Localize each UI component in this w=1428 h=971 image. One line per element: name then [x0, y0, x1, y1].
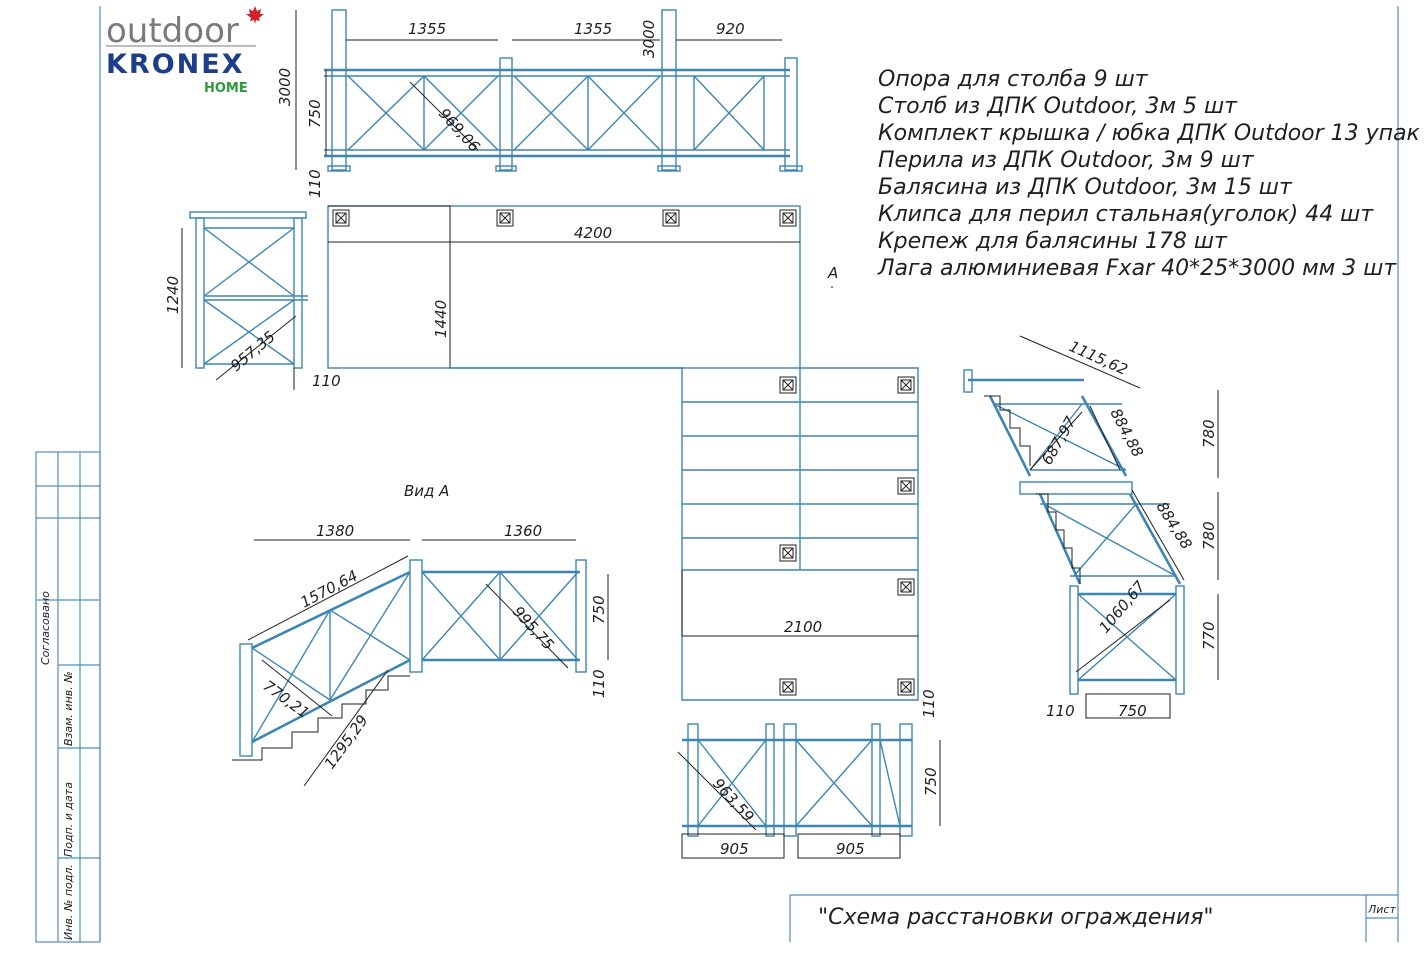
- bottom-elevation: 963,59 905 905 750 110: [677, 689, 941, 859]
- stamp-replaced-inv: Взам. инв. №: [62, 671, 75, 746]
- viewa-base-110-label: 110: [590, 669, 608, 698]
- logo-outdoor-text: outdoor: [106, 11, 239, 51]
- stamp-sign-date: Подп. и дата: [62, 782, 75, 857]
- right-h-2-label: 780: [1200, 521, 1218, 550]
- plan-width-label: 1440: [432, 300, 450, 338]
- stamp-inv-original: Инв. № подл.: [62, 864, 75, 940]
- bottom-height-750-label: 750: [922, 767, 940, 796]
- top-height-mid-label: 3000: [640, 20, 658, 58]
- title-block: "Схема расстановки ограждения" Лист: [818, 903, 1396, 930]
- top-elevation: 1355 1355 920 3000 3000 750 110 969,06: [276, 9, 803, 198]
- top-span-1-label: 1355: [408, 20, 446, 38]
- logo-home-text: HOME: [204, 81, 248, 96]
- right-base-110-label: 110: [1046, 702, 1075, 720]
- spec-line: Перила из ДПК Outdoor, 3м 9 шт: [878, 148, 1255, 173]
- brand-logo: outdoor KRONEX HOME: [106, 6, 264, 96]
- post-marker: [897, 477, 915, 495]
- spec-line: Опора для столба 9 шт: [878, 67, 1149, 92]
- bottom-base-110-label: 110: [920, 689, 938, 718]
- specification-list: Опора для столба 9 шт Столб из ДПК Outdo…: [877, 67, 1421, 281]
- right-diag-small-label: 687,97: [1038, 413, 1080, 468]
- top-base-110-label: 110: [306, 169, 324, 198]
- left-elevation: 1240 957,35 110: [164, 211, 341, 390]
- right-h-3-label: 770: [1200, 621, 1218, 650]
- right-base-750-label: 750: [1118, 702, 1147, 720]
- stamp-agreed: Согласовано: [39, 591, 52, 665]
- top-diag-label: 969,06: [435, 105, 484, 156]
- spec-line: Лага алюминиевая Fxar 40*25*3000 мм 3 шт: [877, 256, 1397, 281]
- viewa-height-750-label: 750: [590, 595, 608, 624]
- viewa-span-2-label: 1360: [504, 522, 542, 540]
- right-h-1-label: 780: [1200, 419, 1218, 448]
- viewa-diag-rail-label: 1570,64: [297, 567, 360, 612]
- post-marker: [897, 578, 915, 596]
- maple-leaf-icon: [246, 6, 264, 24]
- side-stamp: Согласовано Взам. инв. № Подп. и дата Ин…: [35, 451, 101, 943]
- post-marker: [897, 376, 915, 394]
- view-a-title: Вид А: [404, 482, 449, 500]
- plan-stair-width-label: 2100: [784, 618, 822, 636]
- bottom-span-2-label: 905: [836, 840, 865, 858]
- spec-line: Комплект крышка / юбка ДПК Outdoor 13 уп…: [878, 121, 1421, 146]
- right-rail-top-label: 1115,62: [1066, 337, 1130, 379]
- post-marker: [897, 678, 915, 696]
- top-rail-750-label: 750: [306, 99, 324, 128]
- view-a-elevation: Вид А 1380 1360 1570,64 995,75 750 110 7…: [232, 482, 609, 787]
- left-height-label: 1240: [164, 276, 182, 314]
- viewa-span-1-label: 1380: [316, 522, 354, 540]
- spec-line: Крепеж для балясины 178 шт: [878, 229, 1228, 254]
- post-marker: [779, 209, 797, 227]
- top-height-left-label: 3000: [276, 68, 294, 106]
- logo-kronex-text: KRONEX: [106, 49, 245, 80]
- spec-line: Балясина из ДПК Outdoor, 3м 15 шт: [878, 175, 1293, 200]
- drawing-title: "Схема расстановки ограждения": [818, 905, 1214, 930]
- left-base-110-label: 110: [312, 372, 341, 390]
- top-span-2-label: 1355: [574, 20, 612, 38]
- post-marker: [779, 678, 797, 696]
- viewa-diag-stair-label: 1295,29: [321, 712, 372, 773]
- plan-length-label: 4200: [574, 224, 612, 242]
- right-stair-elevation: 1115,62 884,88 884,88 687,97 1060,67 780…: [963, 335, 1219, 720]
- post-marker: [496, 209, 514, 227]
- plan-view: 4200 1440 2100 А: [327, 205, 919, 701]
- bottom-span-1-label: 905: [720, 840, 749, 858]
- sheet-label: Лист: [1367, 903, 1396, 916]
- post-marker: [779, 376, 797, 394]
- post-marker: [332, 209, 350, 227]
- top-span-3-label: 920: [716, 20, 745, 38]
- spec-line: Клипса для перил стальная(уголок) 44 шт: [878, 202, 1374, 227]
- post-marker: [662, 209, 680, 227]
- spec-line: Столб из ДПК Outdoor, 3м 5 шт: [878, 94, 1238, 119]
- view-marker-a: А: [827, 264, 838, 282]
- sheet-frame: [99, 6, 1399, 942]
- right-diag-low-label: 1060,67: [1095, 577, 1149, 636]
- post-marker: [779, 544, 797, 562]
